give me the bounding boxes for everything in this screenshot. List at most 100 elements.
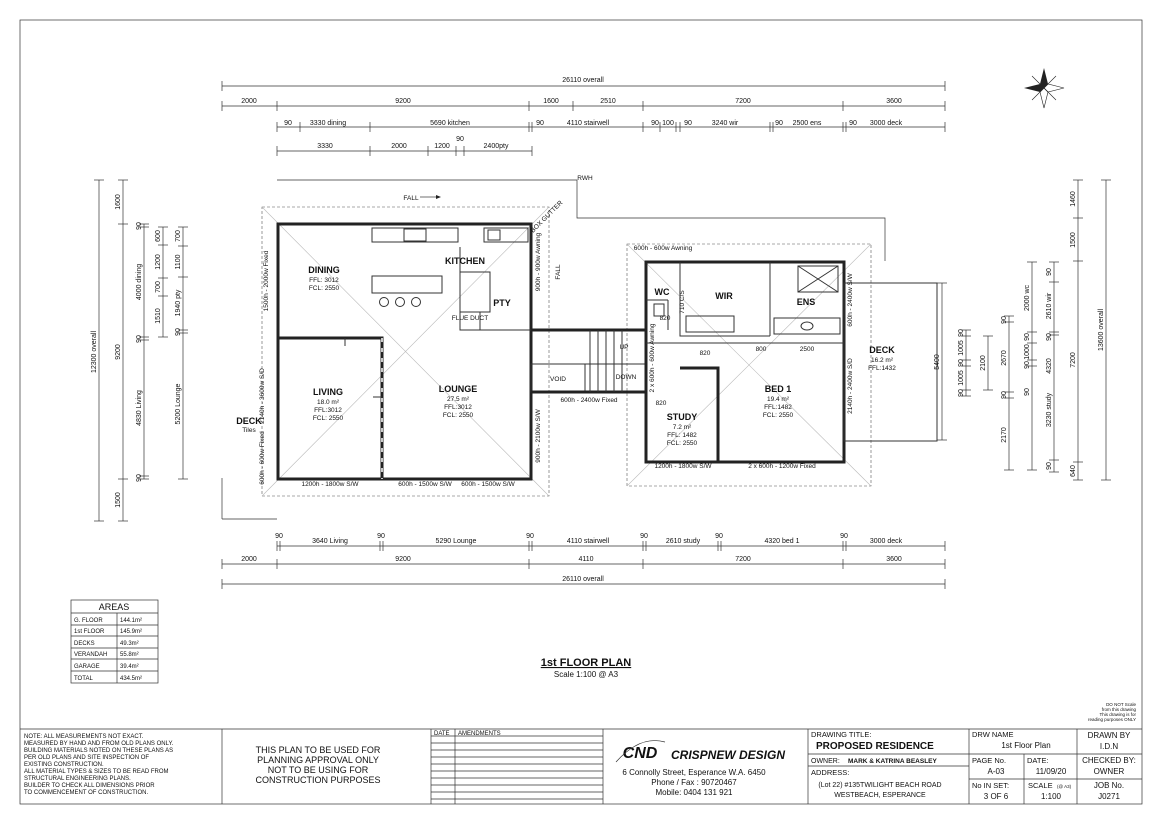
window-lounge-bottom2-label: 600h - 1500w S/W — [461, 481, 515, 488]
roof-outline — [277, 179, 886, 261]
left-dim-1600: 1600 — [115, 194, 122, 210]
company-name: CRISPNEW DESIGN — [671, 748, 785, 762]
right-dim-4320: 4320 — [1046, 358, 1053, 374]
approval-line: PLANNING APPROVAL ONLY — [257, 755, 379, 765]
left-dim-1200: 1200 — [155, 254, 162, 270]
svg-text:DO NOT Scale: DO NOT Scale — [1106, 702, 1136, 707]
left-dim-90-c: 90 — [136, 474, 143, 482]
right-dim-2170: 2170 — [1001, 427, 1008, 443]
room-name-deck-left: DECK — [236, 416, 262, 426]
right-dim-90-k: 90 — [958, 389, 965, 397]
bottom-dim-9200: 9200 — [395, 556, 411, 563]
right-dim-1500: 1500 — [1070, 232, 1077, 248]
top-dim-2000: 2000 — [241, 98, 257, 105]
top-dim-kitchen: 5690 kitchen — [430, 120, 470, 127]
top-dim-ens: 2500 ens — [793, 120, 822, 127]
bottom-dim-stairwell: 4110 stairwell — [567, 538, 610, 545]
right-dim-wir: 2610 wir — [1046, 292, 1053, 319]
plan-title: 1st FLOOR PLAN — [541, 657, 632, 669]
top-dim-2000-b: 2000 — [391, 143, 407, 150]
amend-date-header: DATE — [434, 731, 450, 737]
stairs-up-label: UP — [619, 344, 628, 351]
plan-scale: Scale 1:100 @ A3 — [554, 670, 619, 679]
bottom-dim-90-f: 90 — [840, 533, 848, 540]
right-dim-90-b: 90 — [1046, 333, 1053, 341]
flue-duct-label: FLUE DUCT — [452, 315, 489, 322]
bottom-dim-2000: 2000 — [241, 556, 257, 563]
north-arrow-icon — [1024, 68, 1065, 109]
floor-plan: FLUE DUCT — [221, 179, 938, 520]
bottom-dim-7200: 7200 — [735, 556, 751, 563]
areas-row-label: GARAGE — [74, 664, 100, 670]
right-dim-90-c: 90 — [1046, 462, 1053, 470]
bottom-dim-90-b: 90 — [377, 533, 385, 540]
left-dim-1500: 1500 — [115, 492, 122, 508]
top-dim-90-a: 90 — [284, 120, 292, 127]
stool-icon — [411, 297, 421, 307]
kitchen-bench — [371, 227, 459, 243]
top-dim-90-d: 90 — [684, 120, 692, 127]
top-dim-90-e: 90 — [775, 120, 783, 127]
room-name-wir: WIR — [715, 291, 733, 301]
company-phone: Phone / Fax : 90720467 — [651, 778, 737, 787]
areas-table: AREAS G. FLOOR 144.1m² 1st FLOOR 145.9m²… — [70, 599, 159, 684]
job-no-label: JOB No. — [1094, 781, 1124, 790]
checked-by: OWNER — [1094, 767, 1125, 776]
bottom-dim-living: 3640 Living — [312, 538, 348, 545]
right-dim-90-j: 90 — [958, 359, 965, 367]
room-name-ens: ENS — [797, 297, 816, 307]
room-fcl-dining: FCL: 2550 — [309, 285, 340, 292]
title-block: NOTE: ALL MEASUREMENTS NOT EXACT. MEASUR… — [20, 728, 1142, 804]
company-logo: CND — [623, 745, 658, 762]
left-dim-9200: 9200 — [115, 344, 122, 360]
right-dim-90-d: 90 — [1024, 333, 1031, 341]
window-bed-side-label: 2140h - 2400w S/D — [847, 358, 854, 414]
right-dim-1005-a: 1005 — [958, 340, 965, 356]
left-dim-700-b: 700 — [175, 230, 182, 242]
company-mobile: Mobile: 0404 131 921 — [656, 788, 734, 797]
top-dim-9200: 9200 — [395, 98, 411, 105]
right-dim-7200: 7200 — [1070, 352, 1077, 368]
address-label: ADDRESS: — [811, 768, 849, 777]
owner-name: MARK & KATRINA BEASLEY — [848, 758, 937, 765]
room-name-void: VOID — [550, 376, 566, 383]
address-line-1: (Lot 22) #135TWILIGHT BEACH ROAD — [818, 782, 941, 789]
room-ffl-bed1: FFL:1482 — [764, 404, 792, 411]
left-dim-1510: 1510 — [155, 308, 162, 324]
room-ffl-dining: FFL: 3012 — [309, 277, 339, 284]
window-kitchen-label: 900h - 900w Awning — [535, 232, 542, 291]
window-lounge-right-label: 900h - 2100w S/W — [535, 408, 542, 462]
bottom-dim-90-e: 90 — [715, 533, 723, 540]
window-wc-side-label: 2 x 600h - 600w Awning — [649, 323, 656, 392]
box-gutter-label: BOX GUTTER — [530, 199, 565, 234]
top-dim-90-c: 90 — [651, 120, 659, 127]
room-labels: DINING FFL: 3012 FCL: 2550 KITCHEN PTY L… — [236, 256, 896, 447]
stool-icon — [395, 297, 405, 307]
areas-row-value: 145.9m² — [120, 629, 142, 635]
stairs — [589, 330, 645, 392]
areas-row-label: TOTAL — [74, 676, 93, 682]
top-dim-stairwell: 4110 stairwell — [567, 120, 610, 127]
room-name-study: STUDY — [667, 412, 698, 422]
window-wc-top-label: 600h - 600w Awning — [634, 245, 693, 252]
window-dining-label: 1500h - 2000w Fixed — [263, 250, 270, 311]
bottom-dim-90-c: 90 — [526, 533, 534, 540]
approval-line: CONSTRUCTION PURPOSES — [255, 775, 380, 785]
room-area-living: 18.0 m² — [317, 399, 340, 406]
shower — [797, 265, 839, 293]
areas-row-value: 55.8m² — [120, 652, 139, 658]
left-overall-dim: 12300 overall — [91, 331, 98, 373]
main-block-walls — [276, 222, 533, 481]
note-line: BUILDER TO CHECK ALL DIMENSIONS PRIOR — [24, 783, 155, 789]
right-dim-study: 3230 study — [1046, 392, 1053, 427]
note-line: BUILDING MATERIALS NOTED ON THESE PLANS … — [24, 748, 173, 754]
bottom-overall-dim: 26110 overall — [562, 576, 604, 583]
room-ffl-study: FFL: 1482 — [667, 432, 697, 439]
date-label: DATE: — [1027, 756, 1049, 765]
window-living-bottom-label: 1200h - 1800w S/W — [301, 481, 359, 488]
top-dim-3330: 3330 — [317, 143, 333, 150]
room-area-study: 7.2 m² — [673, 424, 692, 431]
drawn-by-label: DRAWN BY — [1088, 731, 1131, 740]
room-name-pty: PTY — [493, 298, 511, 308]
